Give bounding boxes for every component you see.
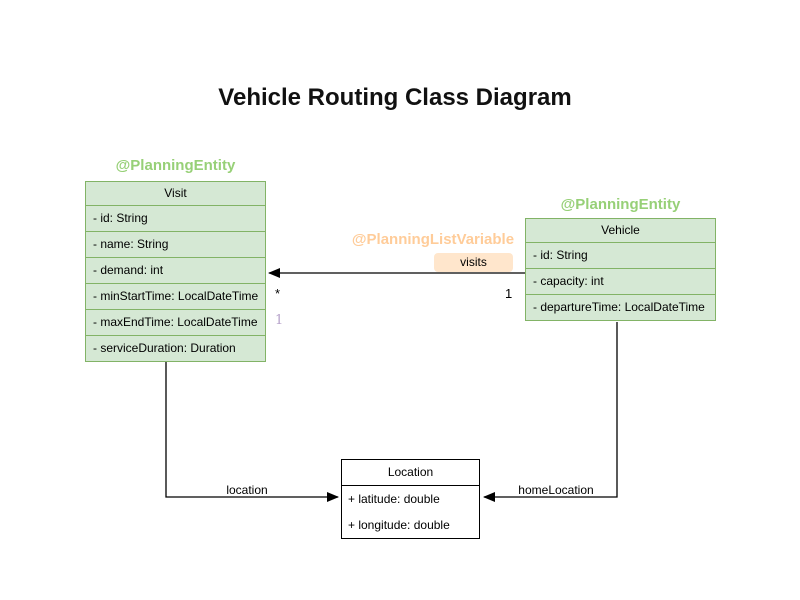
visits-edge-label[interactable]: visits [434,253,513,272]
location-edge-label[interactable]: location [226,483,268,497]
class-attribute: - demand: int [86,257,265,283]
class-attribute: - maxEndTime: LocalDateTime [86,309,265,335]
location-class-box[interactable]: Location + latitude: double + longitude: … [341,459,480,539]
visit-attribute-list: - id: String- name: String- demand: int-… [86,205,265,361]
planning-list-variable-annotation: @PlanningListVariable [351,231,515,248]
class-attribute: + latitude: double [348,492,440,506]
location-class-name: Location [342,460,479,486]
visit-class-box[interactable]: Visit - id: String- name: String- demand… [85,181,266,362]
class-attribute: - serviceDuration: Duration [86,335,265,361]
visits-source-multiplicity: 1 [505,286,513,301]
class-attribute: - id: String [526,242,715,268]
class-attribute: - minStartTime: LocalDateTime [86,283,265,309]
visit-planning-entity-annotation: @PlanningEntity [115,157,236,174]
class-attribute: - departureTime: LocalDateTime [526,294,715,320]
vehicle-class-name: Vehicle [601,223,640,237]
class-attribute: - id: String [86,205,265,231]
vehicle-planning-entity-annotation: @PlanningEntity [560,196,681,213]
visit-class-name: Visit [164,186,187,200]
vehicle-attribute-list: - id: String- capacity: int- departureTi… [526,242,715,320]
home-location-edge[interactable] [483,322,618,502]
location-edge[interactable] [165,361,339,502]
diagram-title: Vehicle Routing Class Diagram [218,84,572,111]
class-attribute: - name: String [86,231,265,257]
class-attribute: + longitude: double [348,518,450,532]
home-location-edge-label[interactable]: homeLocation [518,483,594,497]
class-attribute: - capacity: int [526,268,715,294]
location-attribute-list: + latitude: double + longitude: double [342,486,479,538]
visits-index-label: 1 [275,313,284,328]
vehicle-class-box[interactable]: Vehicle - id: String- capacity: int- dep… [525,218,716,321]
visits-target-multiplicity: * [275,286,281,301]
